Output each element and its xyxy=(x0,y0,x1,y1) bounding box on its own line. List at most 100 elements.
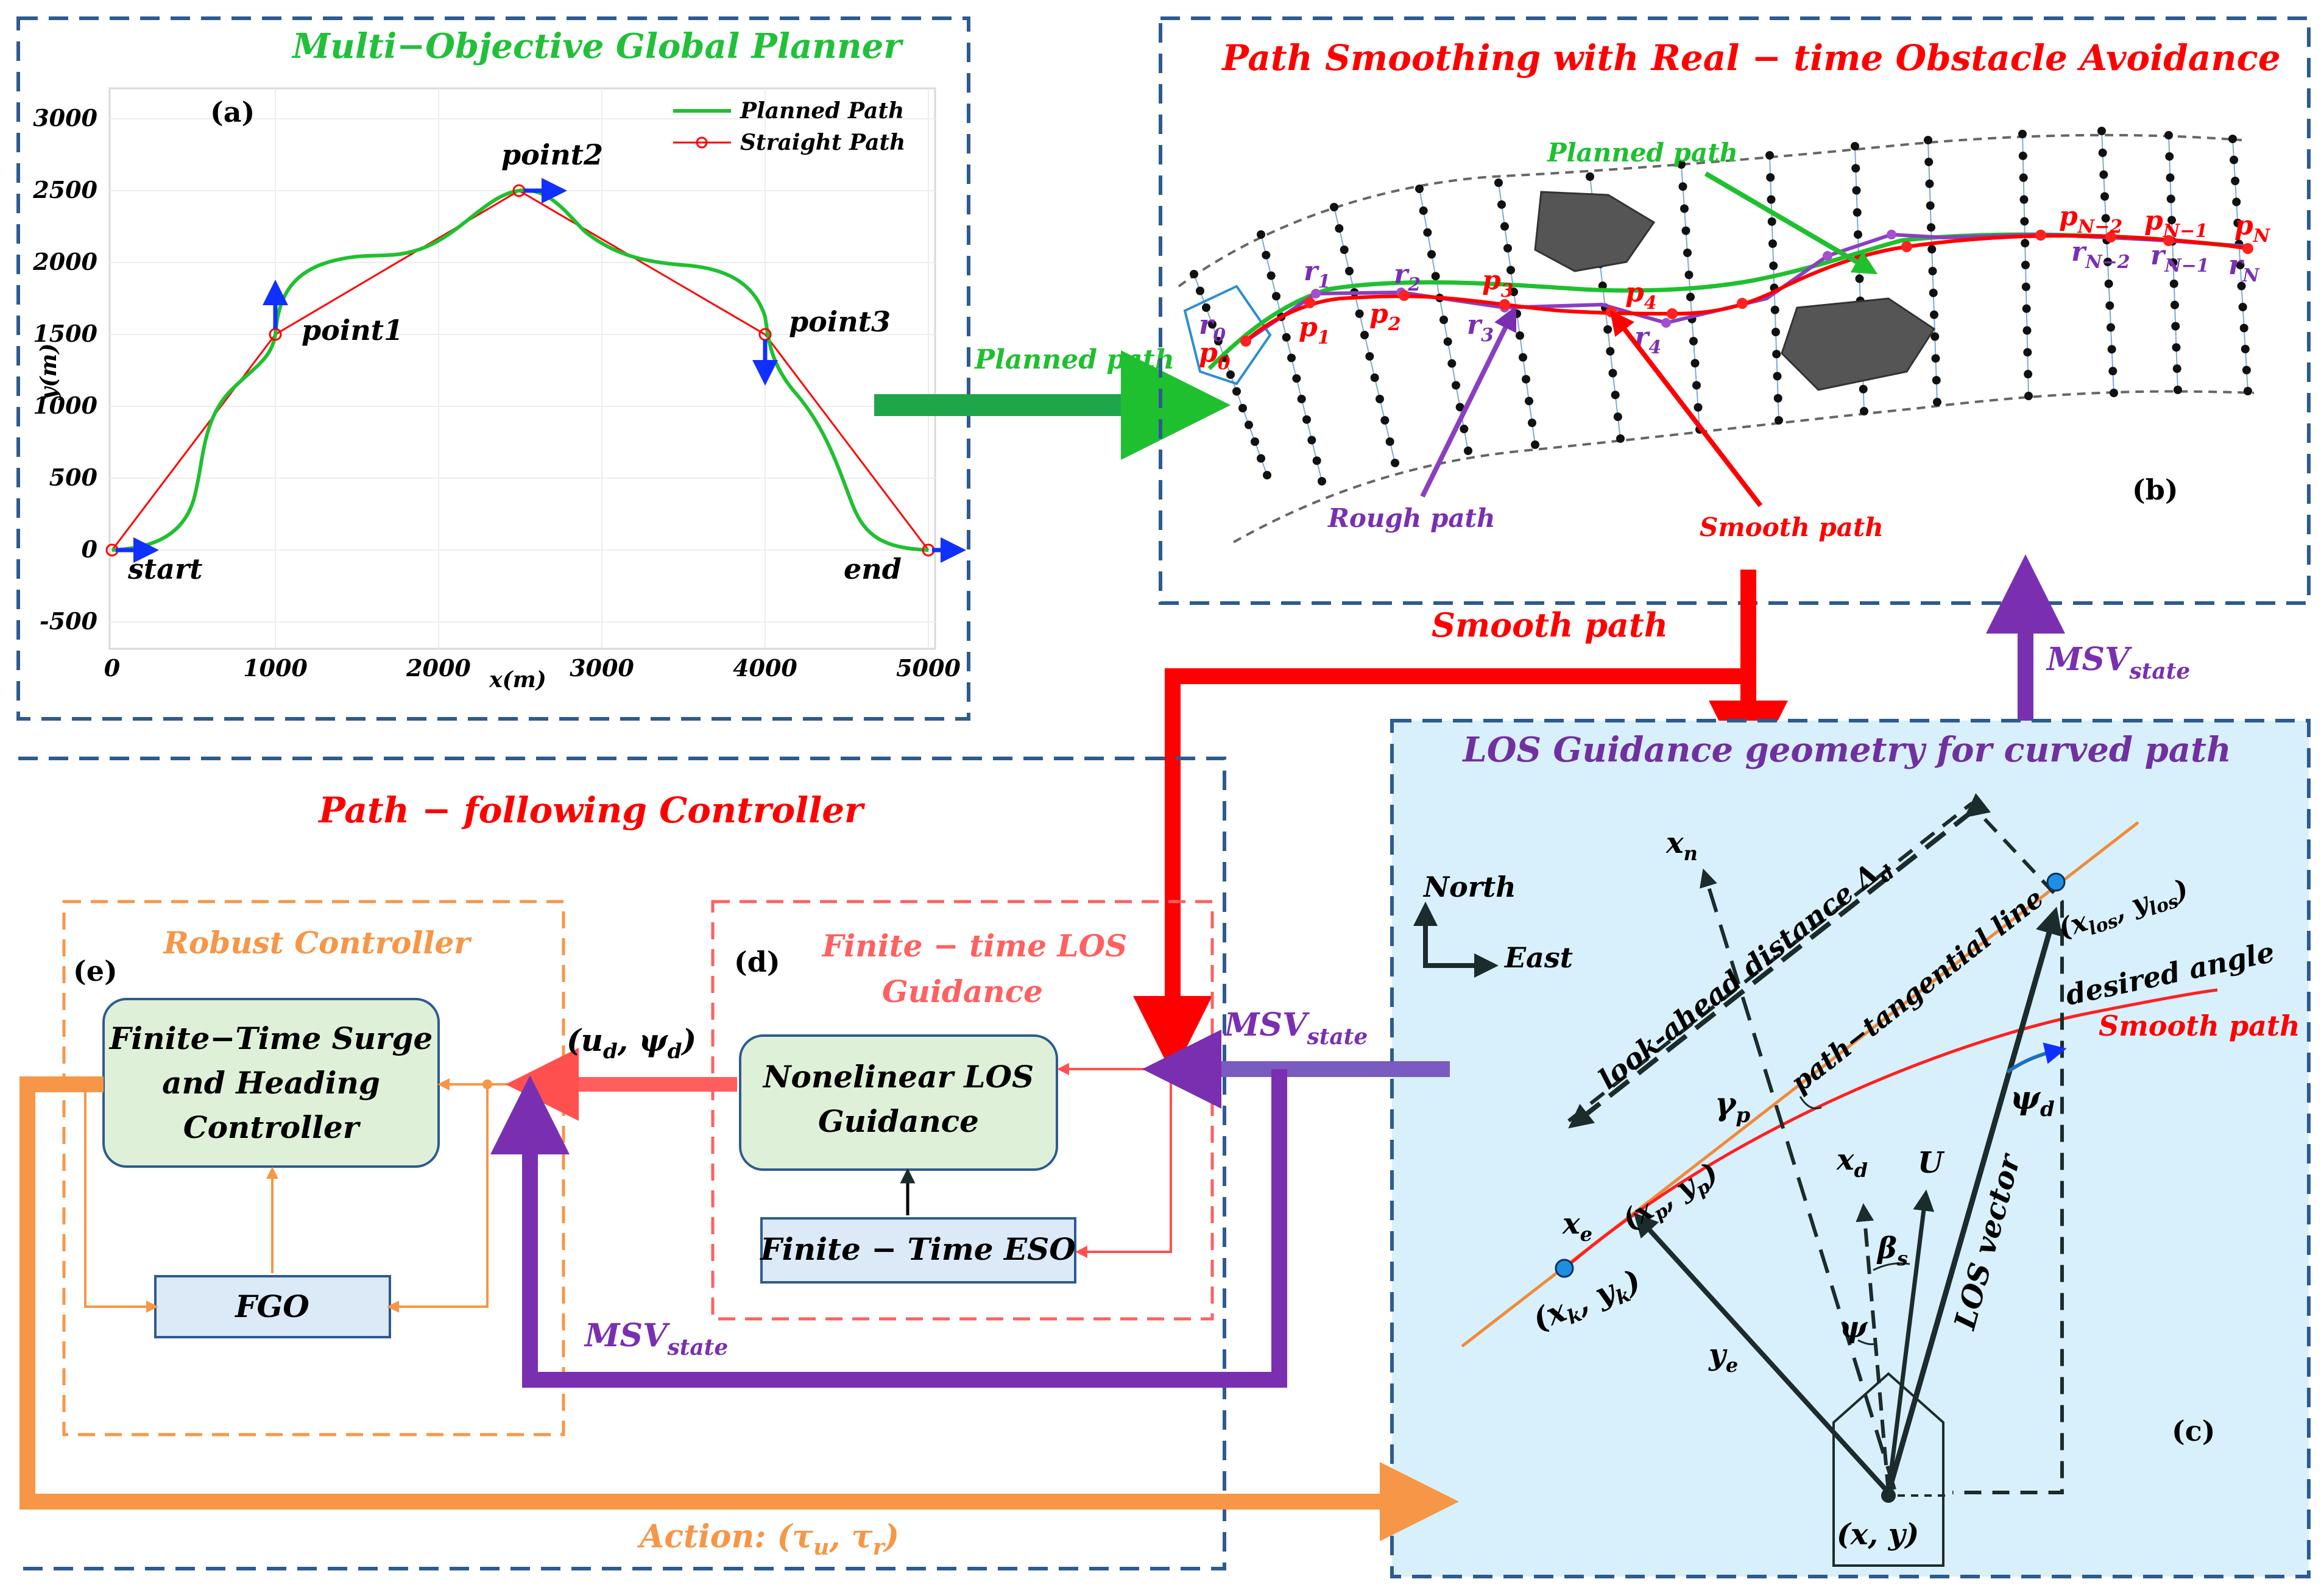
grid-dot xyxy=(1929,288,1938,297)
label-end: end xyxy=(844,553,902,585)
grid-dot xyxy=(2167,216,2176,225)
controller-out-to-fgo xyxy=(84,1084,158,1313)
start-region xyxy=(1183,284,1272,386)
grid-dot xyxy=(2166,194,2175,203)
compass xyxy=(1413,902,1499,978)
fgo-label: FGO xyxy=(234,1288,309,1324)
junction-dot-orange xyxy=(482,1079,492,1089)
grid-dot xyxy=(1686,292,1695,302)
grid-dot xyxy=(1370,373,1379,382)
vessel-position-label: (x, y) xyxy=(1837,1517,1919,1552)
grid-dot xyxy=(1933,398,1941,406)
grid-dot xyxy=(1506,266,1515,275)
xtick-0: 0 xyxy=(104,654,121,682)
grid-dot xyxy=(1190,270,1198,278)
grid-dot xyxy=(1680,204,1689,213)
panel-b: Path Smoothing with Real − time Obstacle… xyxy=(1159,16,2311,605)
pN-label: pN xyxy=(2234,210,2271,247)
grid-dot xyxy=(1447,359,1457,368)
smooth-path-connector xyxy=(1165,570,1756,1057)
grid-dot xyxy=(1355,309,1364,318)
grid-dot xyxy=(2104,279,2113,288)
nonlinear-line-2: Guidance xyxy=(818,1103,979,1139)
fgo-box xyxy=(154,1275,391,1338)
smooth-node xyxy=(1399,290,1410,301)
p2-label: p2 xyxy=(1369,298,1401,335)
smooth-node xyxy=(2105,231,2116,242)
xe-label: xe xyxy=(1562,1207,1592,1246)
nonlinear-los-box xyxy=(739,1034,1058,1171)
grid-dot xyxy=(1767,195,1776,204)
feedback-to-fgo xyxy=(387,1084,489,1313)
grid-dot xyxy=(2020,217,2029,226)
grid-dot xyxy=(2242,366,2251,375)
smooth-node xyxy=(1737,298,1748,309)
rough-node xyxy=(1887,230,1896,239)
grid-dot xyxy=(1380,416,1390,425)
grid-dot xyxy=(1208,320,1217,329)
ytick-2500: 2500 xyxy=(32,176,97,203)
grid-dot xyxy=(1365,352,1374,361)
grid-dot xyxy=(2024,370,2033,379)
grid-dot xyxy=(2239,323,2248,333)
p-labels: p0 p1 p2 p3 p4 pN−2 pN−1 pN xyxy=(1199,201,2271,374)
xtick-5000: 5000 xyxy=(896,654,961,682)
action-label: Action: (τu, τr) xyxy=(637,1518,899,1560)
grid-dot xyxy=(1928,267,1937,275)
grid-dot xyxy=(2228,135,2237,143)
corridor-lower-border xyxy=(1233,390,2255,543)
label-point1: point1 xyxy=(302,314,403,347)
grid-dot xyxy=(1678,182,1687,191)
grid-dot xyxy=(1771,328,1780,336)
grid-dot xyxy=(2232,197,2241,207)
xtick-4000: 4000 xyxy=(733,654,797,682)
grid-dot xyxy=(1452,381,1460,390)
grid-dot xyxy=(1608,369,1617,378)
ytick-3000: 3000 xyxy=(33,104,97,132)
grid-dot xyxy=(1415,185,1424,193)
grid-dot xyxy=(2164,131,2173,140)
grid-dot xyxy=(1282,333,1291,342)
grid-dot xyxy=(2169,279,2178,288)
grid-dot xyxy=(1930,332,1940,341)
grid-dot xyxy=(1769,261,1778,270)
grid-dot xyxy=(1766,173,1775,182)
msv-loop xyxy=(490,1069,1287,1388)
action-flow: Action: (τu, τr) xyxy=(19,1076,1459,1560)
y-axis-label: y(m) xyxy=(36,343,62,400)
xn-axis xyxy=(1700,868,1896,1490)
r1-label: r1 xyxy=(1304,256,1330,292)
controller-title: Path − following Controller xyxy=(317,789,866,831)
grid-dot xyxy=(1307,436,1316,445)
grid-dot xyxy=(1257,454,1265,463)
grid-dot xyxy=(1251,437,1259,446)
smooth-node xyxy=(2035,230,2046,241)
grid-dot xyxy=(2170,300,2179,309)
planned-path-flow: Planned path xyxy=(874,344,1231,460)
obstacle-upper xyxy=(1534,191,1656,272)
grid-dot xyxy=(1765,151,1774,160)
grid-dot xyxy=(2172,343,2181,352)
reference-label: (ud, ψd) xyxy=(567,1022,696,1064)
obstacle-lower xyxy=(1781,297,1936,391)
ytick-1000: 1000 xyxy=(33,392,97,419)
rough-node xyxy=(1311,289,1321,298)
panel-c: LOS Guidance geometry for curved path No… xyxy=(1390,719,2311,1578)
grid-dot xyxy=(1681,226,1690,235)
grid-dot xyxy=(1503,244,1512,253)
grid-dot xyxy=(1683,249,1692,257)
panel-a-frame xyxy=(16,16,970,721)
grid-dot xyxy=(1245,420,1253,429)
grid-dot xyxy=(2021,261,2030,269)
u-label: U xyxy=(1918,1146,1945,1180)
label-start: start xyxy=(127,553,202,585)
grid-dot xyxy=(1214,337,1223,345)
smooth-path-annotation: Smooth path xyxy=(1700,512,1884,542)
grid-dot xyxy=(1531,440,1539,449)
msv-label-mid: MSVstate xyxy=(1223,1006,1368,1050)
grid-dot xyxy=(1226,370,1235,379)
grid-dot xyxy=(1345,267,1354,275)
smooth-node xyxy=(2242,243,2253,254)
grid-dot xyxy=(1854,230,1862,239)
grid-dot xyxy=(1690,359,1700,368)
